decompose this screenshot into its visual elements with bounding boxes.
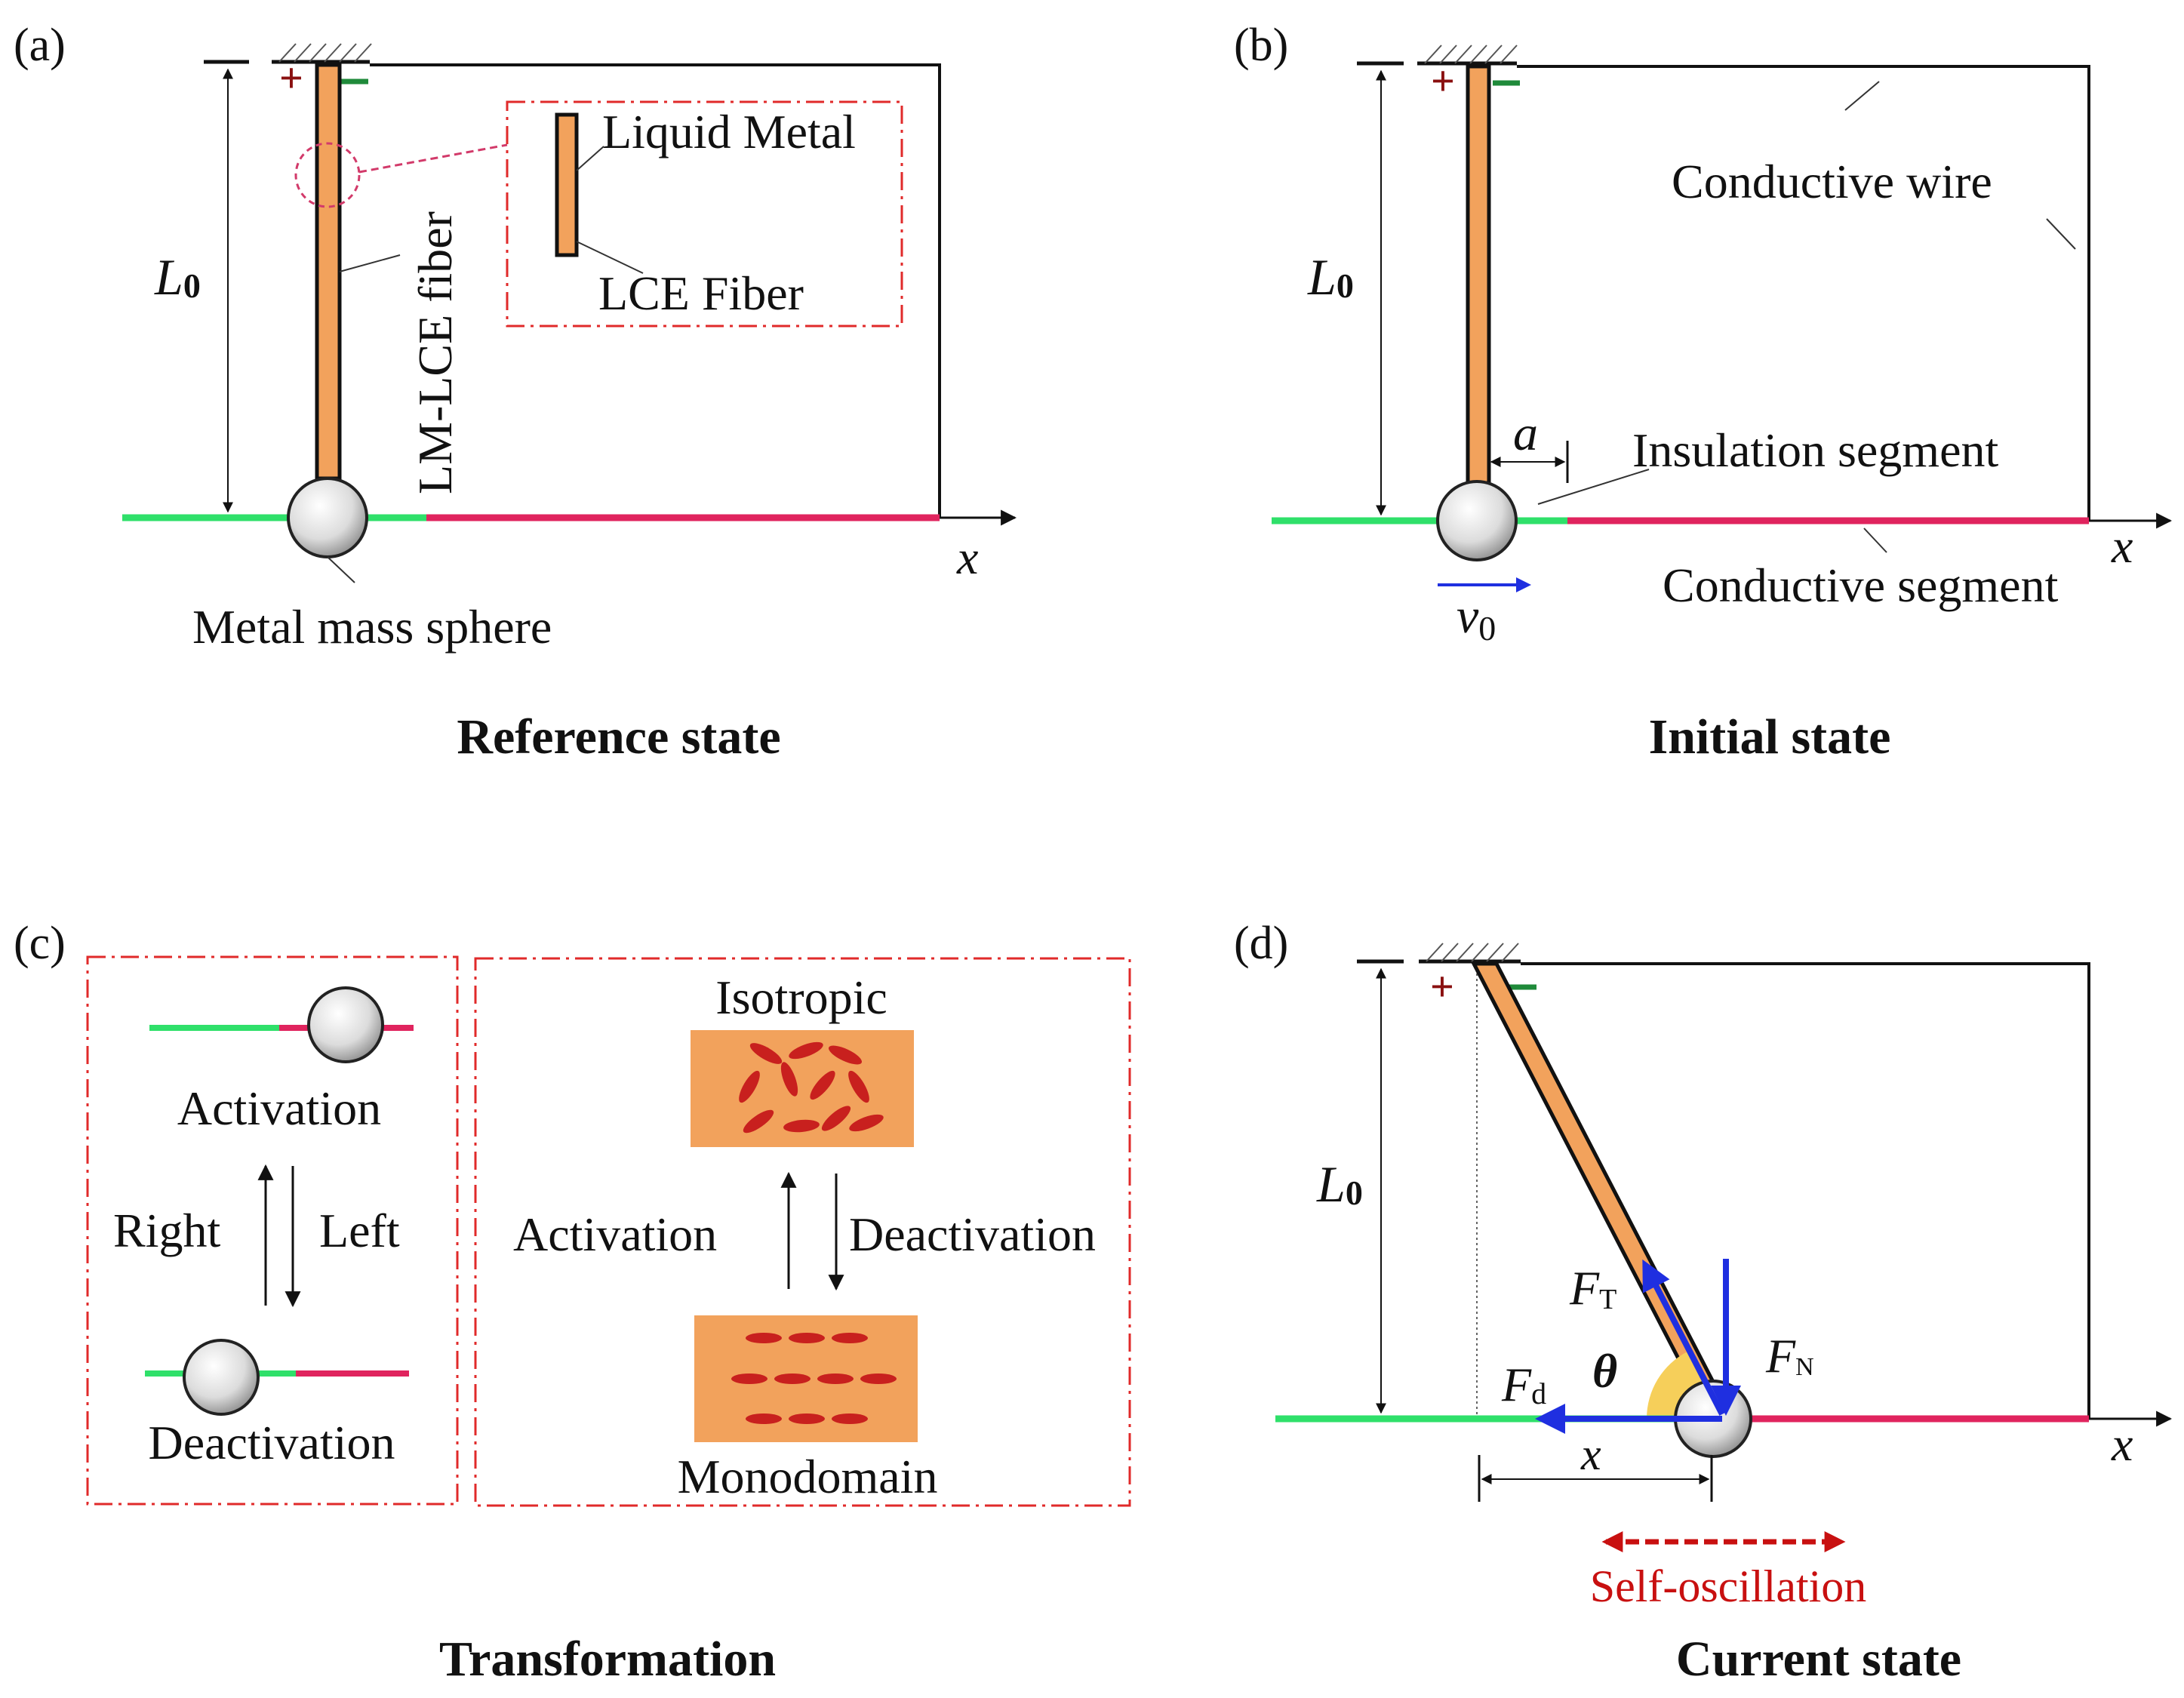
caption-reference-state: Reference state [457,709,780,764]
ceiling-hatch [278,43,372,63]
caption-current-state: Current state [1676,1632,1961,1687]
velocity-label: v0 [1457,589,1496,648]
panel-a-tag: (a) [14,20,66,71]
length-label: L0 [1307,248,1354,306]
monodomain-label: Monodomain [678,1450,938,1503]
deactivation-label-right: Deactivation [849,1207,1096,1261]
inset-leader-top [576,146,604,171]
panel-b: (b) + Conductive wire L0 a x Insulation … [1234,20,2173,764]
fd-label: Fd [1501,1358,1546,1411]
lm-lce-fiber [1466,64,1491,485]
activation-label-left: Activation [177,1081,381,1135]
fn-label: FN [1765,1329,1814,1383]
length-label: L0 [1316,1155,1363,1213]
inset-leader-bottom [576,241,644,274]
ceiling-hatch [1424,45,1518,64]
right-word: Right [113,1204,220,1257]
caption-initial-state: Initial state [1649,709,1891,764]
conductive-segment-label: Conductive segment [1663,558,2059,612]
self-oscillation-label: Self-oscillation [1590,1561,1867,1611]
x-axis-label: x [956,531,978,584]
plus-terminal: + [1430,964,1454,1010]
left-word: Left [319,1204,400,1257]
plus-terminal: + [279,55,303,102]
conductive-leader [1863,528,1887,553]
activation-label-right: Activation [513,1207,717,1261]
inset-lce-fiber-label: LCE Fiber [598,266,804,320]
fiber-leader [339,254,401,272]
inset-fiber [555,112,579,257]
zoom-link [358,143,508,174]
wire-leader-top [1844,81,1880,111]
zoom-circle [294,142,361,208]
conductive-wire [370,63,941,518]
isotropic-label: Isotropic [715,971,887,1024]
inset-box [506,100,903,328]
panel-d-tag: (d) [1234,918,1288,969]
x-label: x [1580,1429,1601,1479]
offset-label: a [1513,406,1538,461]
panel-d: (d) + L0 x FT FN Fd θ [1234,918,2173,1687]
panel-b-tag: (b) [1234,20,1288,71]
wire-leader-right [2046,218,2076,250]
ft-label: FT [1569,1261,1616,1315]
lm-lce-fiber [315,63,342,481]
conductive-wire-label: Conductive wire [1672,155,1992,208]
right-box [474,957,1131,1507]
activation-sphere [307,986,384,1063]
sphere-leader [327,556,355,583]
x-axis-label: x [2111,1417,2133,1471]
theta-label: θ [1592,1344,1617,1398]
monodomain-molecules [731,1333,897,1424]
sphere-label: Metal mass sphere [192,600,552,654]
ceiling-hatch [1426,943,1519,962]
conductive-wire [1521,962,2090,1419]
tension-force-arrow [1642,1259,1725,1416]
deactivation-label-left: Deactivation [149,1416,395,1469]
left-box [86,955,459,1506]
tilted-fiber [1470,961,1728,1406]
inset-liquid-metal-label: Liquid Metal [602,105,856,158]
panel-a: (a) + L0 x Metal mass sphere LM-LCE fibe… [14,20,1017,764]
insulation-segment-label: Insulation segment [1632,423,1998,477]
conductive-wire [1517,65,2090,521]
plus-terminal: + [1431,58,1455,105]
panel-c-tag: (c) [14,918,66,969]
isotropic-molecules [739,1041,884,1134]
insulation-leader [1537,469,1650,505]
fiber-label: LM-LCE fiber [408,211,462,494]
deactivation-sphere [183,1339,260,1416]
length-label: L0 [154,248,201,306]
metal-sphere [287,477,368,558]
x-axis-label: x [2111,519,2133,573]
caption-transformation: Transformation [439,1632,776,1687]
panel-c: (c) Activation Right Left Deactivation I… [14,918,1131,1687]
metal-sphere [1436,480,1518,561]
